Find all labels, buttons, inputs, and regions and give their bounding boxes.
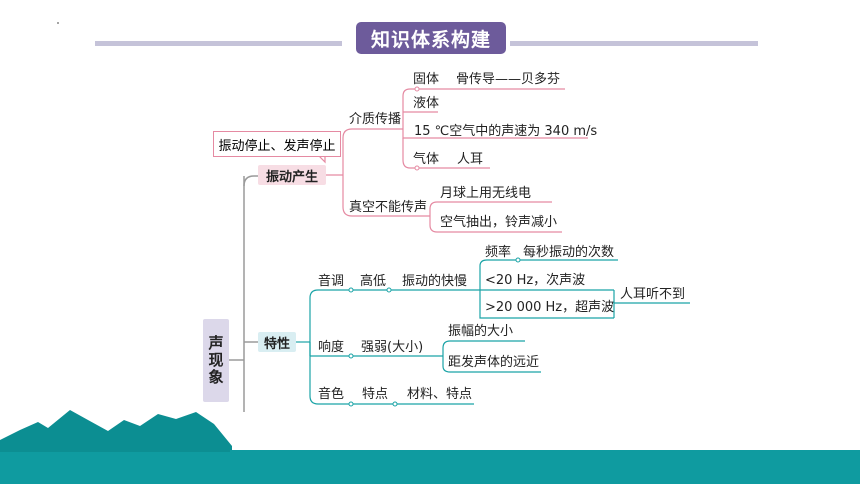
node-pitch: 音调 <box>318 274 345 289</box>
node-inaudible: 人耳听不到 <box>620 287 686 302</box>
node-frequency: 频率 <box>485 245 512 260</box>
branch-vibration: 振动产生 <box>258 165 326 185</box>
node-medium: 介质传播 <box>349 112 402 127</box>
header-bar-left <box>95 41 342 46</box>
node-ultrasound: >20 000 Hz，超声波 <box>485 300 615 315</box>
node-frequency-def: 每秒振动的次数 <box>523 245 615 260</box>
node-pitch-relation: 高低 <box>360 274 387 289</box>
node-gas: 气体 <box>413 152 440 167</box>
node-pitch-cause: 振动的快慢 <box>402 274 468 289</box>
branch-characteristics: 特性 <box>258 332 296 352</box>
node-bone-conduction: 骨传导——贝多芬 <box>456 72 561 87</box>
node-loudness-relation: 强弱(大小) <box>361 340 424 355</box>
node-bell: 空气抽出，铃声减小 <box>440 215 558 230</box>
page-title: 知识体系构建 <box>356 22 506 54</box>
node-moon-radio: 月球上用无线电 <box>440 186 532 201</box>
node-solid: 固体 <box>413 72 440 87</box>
root-node: 声现象 <box>203 319 229 402</box>
node-liquid: 液体 <box>413 96 440 111</box>
header-bar-right <box>510 41 758 46</box>
node-timbre-detail: 材料、特点 <box>407 387 473 402</box>
node-timbre-relation: 特点 <box>362 387 389 402</box>
node-timbre: 音色 <box>318 387 345 402</box>
node-ear: 人耳 <box>457 152 484 167</box>
node-vacuum: 真空不能传声 <box>349 200 428 215</box>
callout-stop: 振动停止、发声停止 <box>213 131 341 157</box>
node-infrasound: <20 Hz，次声波 <box>485 273 586 288</box>
node-amplitude: 振幅的大小 <box>448 324 514 339</box>
node-distance: 距发声体的远近 <box>448 355 540 370</box>
node-sound-speed: 15 ℃空气中的声速为 340 m/s <box>414 124 598 139</box>
decor-dot <box>57 22 59 24</box>
node-loudness: 响度 <box>318 340 345 355</box>
